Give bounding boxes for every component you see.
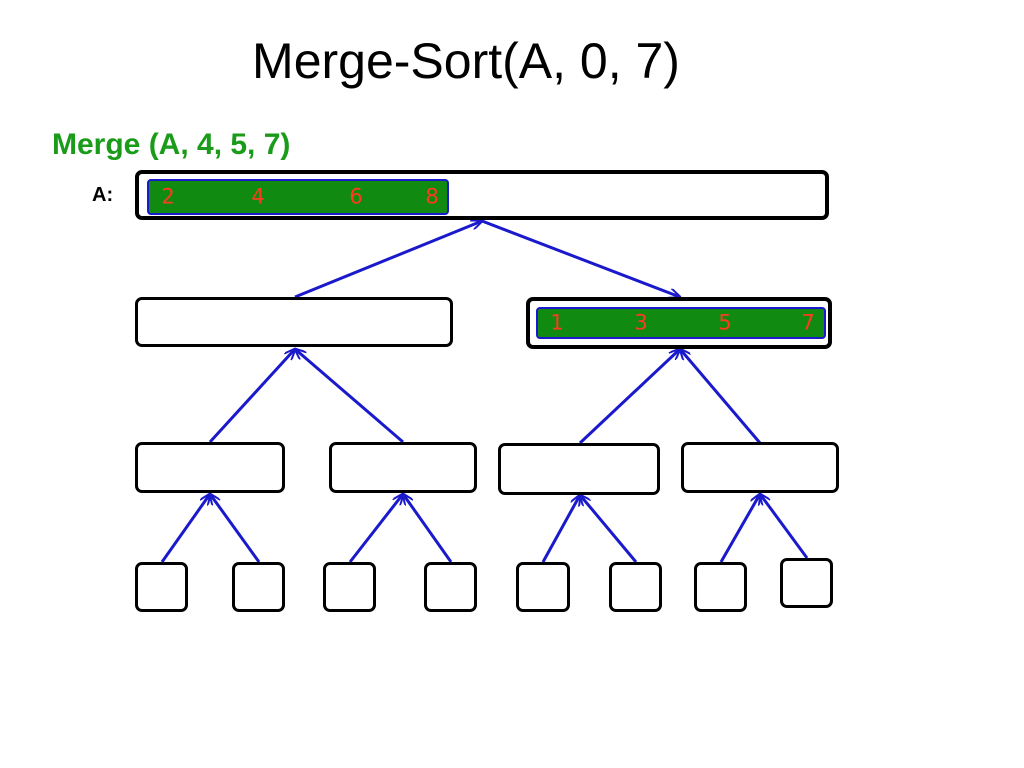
leaf-box-3 <box>323 562 376 612</box>
array-label: A: <box>92 184 114 206</box>
arrow-l3g-to-l2d <box>719 494 760 563</box>
arrow-l3d-to-l2b <box>403 494 453 563</box>
quarter-box-1 <box>135 442 285 493</box>
root-value: 8 <box>425 184 439 209</box>
arrow-root-to-right <box>481 219 680 297</box>
arrow-l3h-to-l2d <box>760 494 809 559</box>
root-sorted-segment: 2 4 6 8 <box>147 179 449 215</box>
quarter-box-3 <box>498 443 660 495</box>
arrow-l3c-to-l2b <box>348 494 403 563</box>
root-value: 4 <box>251 184 265 209</box>
leaf-box-8 <box>780 558 833 608</box>
arrow-l2b-to-l1a <box>295 349 404 444</box>
right-value: 3 <box>634 310 648 335</box>
left-half-box <box>135 297 453 347</box>
arrow-l3a-to-l2a <box>160 494 210 563</box>
root-value: 6 <box>349 184 363 209</box>
merge-call-label: Merge (A, 4, 5, 7) <box>52 128 291 161</box>
root-value: 2 <box>161 184 175 209</box>
arrow-l3b-to-l2a <box>210 494 261 563</box>
right-sorted-segment: 1 3 5 7 <box>536 307 826 339</box>
arrow-l3f-to-l2c <box>580 495 638 563</box>
right-value: 7 <box>801 310 815 335</box>
leaf-box-4 <box>424 562 477 612</box>
right-value: 5 <box>718 310 732 335</box>
quarter-box-2 <box>329 442 477 493</box>
leaf-box-6 <box>609 562 662 612</box>
leaf-box-2 <box>232 562 285 612</box>
leaf-box-1 <box>135 562 188 612</box>
right-half-box: 1 3 5 7 <box>526 297 832 349</box>
leaf-box-5 <box>516 562 570 612</box>
right-value: 1 <box>550 310 564 335</box>
arrow-l2a-to-l1a <box>208 349 295 444</box>
arrow-left-to-root <box>294 221 482 299</box>
arrow-l2c-to-l1b <box>578 349 680 445</box>
arrow-l3e-to-l2c <box>541 495 580 563</box>
page-title: Merge-Sort(A, 0, 7) <box>252 33 680 89</box>
leaf-box-7 <box>694 562 747 612</box>
quarter-box-4 <box>681 442 839 493</box>
arrow-l2d-to-l1b <box>680 349 762 444</box>
root-array-box: 2 4 6 8 <box>135 170 829 220</box>
